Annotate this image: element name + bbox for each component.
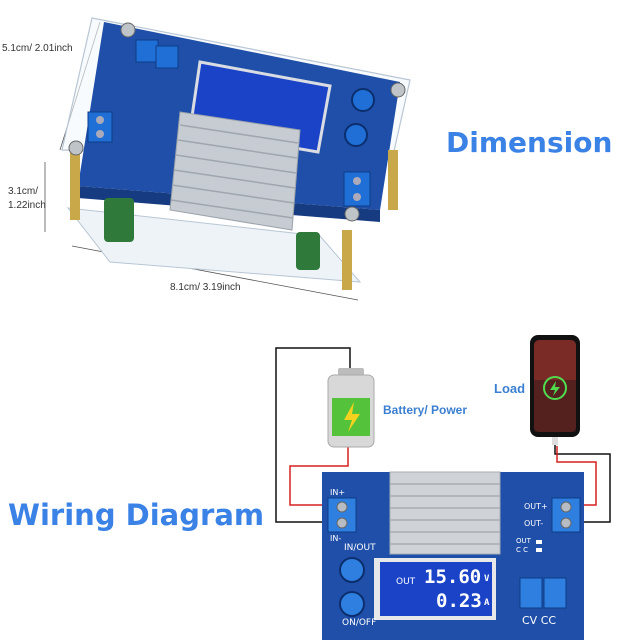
load-label: Load: [494, 381, 526, 396]
in-plus-label: IN+: [330, 488, 346, 497]
lcd-voltage-unit: V: [484, 574, 490, 584]
height-label-line1: 3.1cm/: [8, 186, 39, 197]
out-cc-label: OUT C C: [516, 537, 531, 554]
in-out-label: IN/OUT: [344, 543, 376, 553]
lcd-display: OUT 15.60 V 0.23 A: [380, 562, 492, 616]
battery-label: Battery/ Power: [383, 403, 468, 417]
dimension-title: Dimension: [446, 126, 613, 159]
height-label-line2: 1.22inch: [8, 200, 46, 211]
lcd-out-label: OUT: [396, 577, 416, 587]
in-minus-label: IN-: [330, 534, 342, 543]
out-plus-label: OUT+: [524, 502, 548, 511]
width-label: 8.1cm/ 3.19inch: [170, 282, 241, 293]
cv-cc-label: CV CC: [522, 614, 557, 627]
lcd-voltage: 15.60: [424, 566, 482, 588]
wiring-diagram-title: Wiring Diagram: [8, 498, 265, 532]
lcd-current-unit: A: [484, 598, 490, 608]
dimension-illustration: [44, 17, 411, 301]
lcd-current: 0.23: [436, 590, 482, 612]
out-minus-label: OUT-: [524, 519, 544, 528]
depth-label: 5.1cm/ 2.01inch: [2, 43, 73, 54]
on-off-label: ON/OFF: [342, 618, 377, 628]
wiring-illustration: [275, 335, 611, 640]
